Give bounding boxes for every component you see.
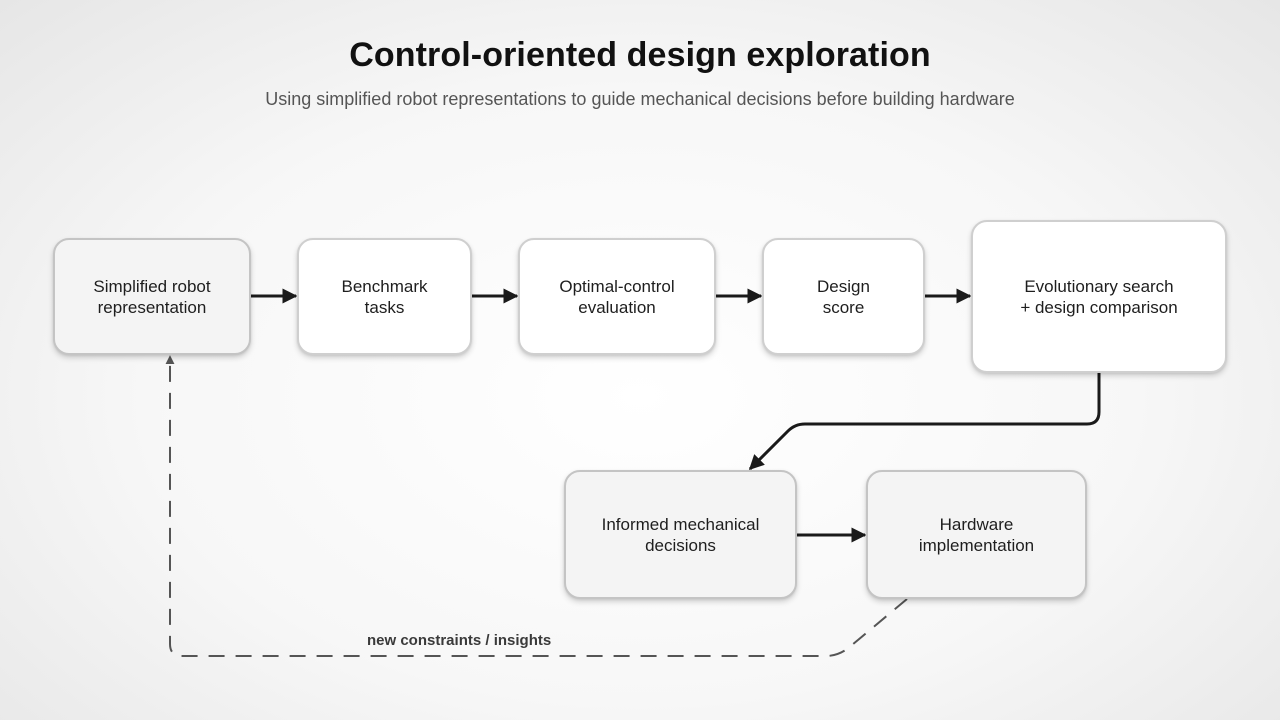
node-label: Hardware implementation	[918, 514, 1035, 555]
edge-evolutionary-to-informed	[748, 373, 1101, 471]
node-simplified-robot-representation: Simplified robot representation	[53, 238, 251, 355]
node-label: Simplified robot representation	[93, 276, 211, 317]
node-label: Design score	[817, 276, 870, 317]
node-design-score: Design score	[762, 238, 925, 355]
node-evolutionary-search: Evolutionary search + design comparison	[971, 220, 1227, 373]
diagram-title: Control-oriented design exploration	[349, 36, 931, 74]
diagram-subtitle: Using simplified robot representations t…	[265, 89, 1015, 109]
node-hardware-implementation: Hardware implementation	[866, 470, 1087, 599]
edge-feedback-hardware-to-simplified	[165, 355, 908, 657]
node-label: Informed mechanical decisions	[601, 514, 760, 555]
node-benchmark-tasks: Benchmark tasks	[297, 238, 472, 355]
node-informed-mechanical-decisions: Informed mechanical decisions	[564, 470, 797, 599]
node-optimal-control-evaluation: Optimal-control evaluation	[518, 238, 716, 355]
node-label: Evolutionary search + design comparison	[1020, 276, 1178, 317]
node-label: Optimal-control evaluation	[559, 276, 675, 317]
feedback-edge-label: new constraints / insights	[367, 632, 552, 649]
node-label: Benchmark tasks	[341, 276, 428, 317]
